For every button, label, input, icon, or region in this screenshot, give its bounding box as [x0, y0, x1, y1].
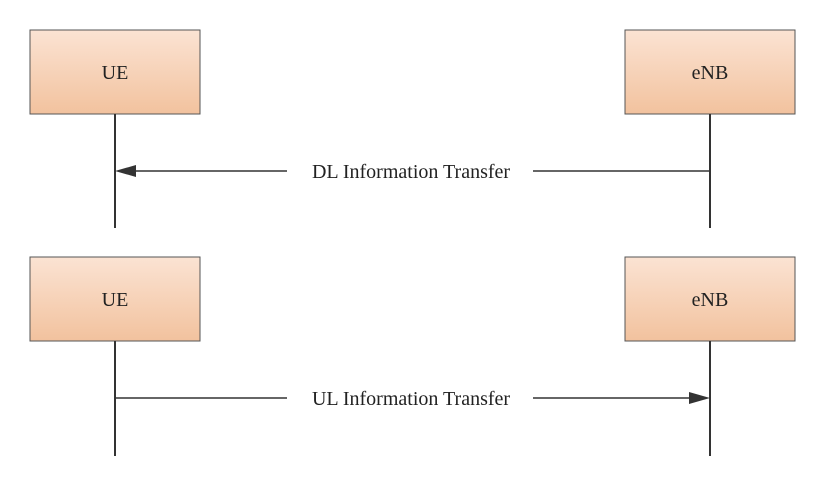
message-label: DL Information Transfer [312, 161, 510, 183]
ue-box [29, 256, 201, 342]
ue-box [29, 29, 201, 115]
arrowhead-right-icon [689, 392, 710, 404]
scenario-ul: UE eNB UL Information Transfer [29, 256, 796, 456]
scenario-dl: UE eNB DL Information Transfer [29, 29, 796, 228]
ue-label: UE [102, 289, 129, 311]
ue-label: UE [102, 62, 129, 84]
enb-box [624, 29, 796, 115]
arrowhead-left-icon [115, 165, 136, 177]
enb-label: eNB [692, 289, 729, 311]
enb-label: eNB [692, 62, 729, 84]
enb-box [624, 256, 796, 342]
message-label: UL Information Transfer [312, 388, 510, 410]
